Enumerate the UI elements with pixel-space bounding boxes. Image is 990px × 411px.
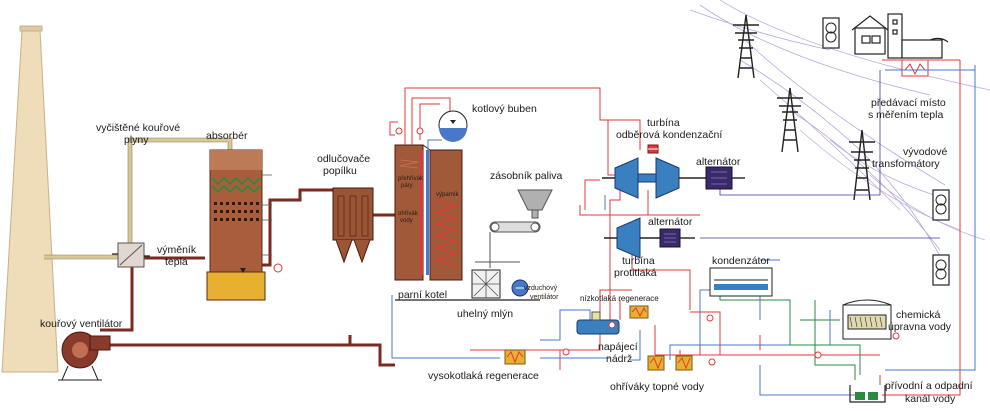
coal-mill [471,269,501,299]
absorber [206,149,283,301]
chimney-icon [1,25,59,373]
label-flue-fan: kouřový ventilátor [40,318,123,330]
label-feed-tank-2: nádrž [606,353,632,365]
transmission-tower-icon [733,14,759,79]
gas-heat-exchanger [112,242,150,268]
lp-regen-exchanger [629,305,649,319]
clean-gas-duct-outline [44,137,233,260]
label-air-fan: vzduchový [524,285,558,292]
label-heating-water: ohříváky topné vody [610,381,705,393]
alternator-top [705,166,745,190]
label-turbine: turbína [647,117,680,129]
water-canal [849,385,886,403]
label-cleaned-flue-gas-2: plyny [124,134,149,146]
condenser [709,267,773,297]
label-alternator-mid: alternátor [648,216,693,228]
label-superheater-2: páry [401,183,413,189]
label-heat-exchanger: výměník [157,244,197,256]
label-steam-boiler: parní kotel [398,289,447,301]
label-lp-regen: nízkotlaká regenerace [580,294,659,303]
fan-icon [58,331,111,381]
transformer-icon [822,17,840,49]
label-delivery-point-2: s měřením tepla [868,109,943,121]
label-heat-exchanger-2: tepla [165,256,188,268]
clean-gas-duct [44,138,232,259]
label-feed-tank: napájecí [598,341,638,353]
label-superheater: přehřívák [398,176,424,182]
label-economizer-2: vody [400,218,413,224]
alternator-mid [659,228,695,248]
label-turbine-2: odběrová kondenzační [616,129,722,141]
label-hp-regen: vysokotlaká regenerace [428,370,539,382]
label-delivery-point: předávací místo [871,97,946,109]
label-air-fan-2: ventilátor [530,294,559,301]
small-pumps [395,127,900,366]
steam-lines [389,59,961,396]
label-boiler-drum: kotlový buben [472,103,537,115]
label-coal-mill: uhelný mlýn [457,308,513,320]
heating-water-exchangers [647,355,693,371]
label-cleaned-flue-gas: vyčištěné kouřové [96,122,180,134]
transmission-tower-icon [777,87,803,153]
pump-icon [511,279,529,297]
label-transformers-2: transformátory [872,158,940,170]
label-condenser: kondenzátor [712,255,770,267]
power-lines [689,0,990,266]
label-canal-2: kanál vody [905,393,956,405]
ash-separators [332,187,374,264]
feed-tank [576,311,620,335]
label-economizer: ohřívák [398,211,419,217]
transformer-icon [932,189,950,221]
backpressure-turbine [604,217,660,259]
label-canal: přívodní a odpadní [885,380,973,392]
label-fuel-bunker: zásobník paliva [490,170,563,182]
label-backpressure-turbine-2: protitlaká [614,267,657,279]
label-ash-separators-2: popílku [323,165,357,177]
label-backpressure-turbine: turbína [622,255,655,267]
label-ash-separators: odlučovače [317,153,370,165]
delivery-point-exchanger [901,59,929,77]
transformer-icon [932,254,950,286]
water-treatment [842,299,892,340]
label-absorber: absorbér [206,130,248,142]
label-transformers: vývodové [903,146,948,158]
hp-regen-exchanger [504,349,526,365]
condensing-turbine [602,144,706,199]
transmission-tower-icon [849,129,875,201]
steam-boiler [394,144,463,281]
boiler-drum [438,110,468,142]
label-water-treatment: chemická [896,309,941,321]
label-alternator-top: alternátor [696,156,741,168]
house-icon [851,13,949,59]
label-evaporator: výparník [436,192,460,198]
label-water-treatment-2: úpravna vody [888,321,952,333]
fuel-bunker [475,189,553,268]
